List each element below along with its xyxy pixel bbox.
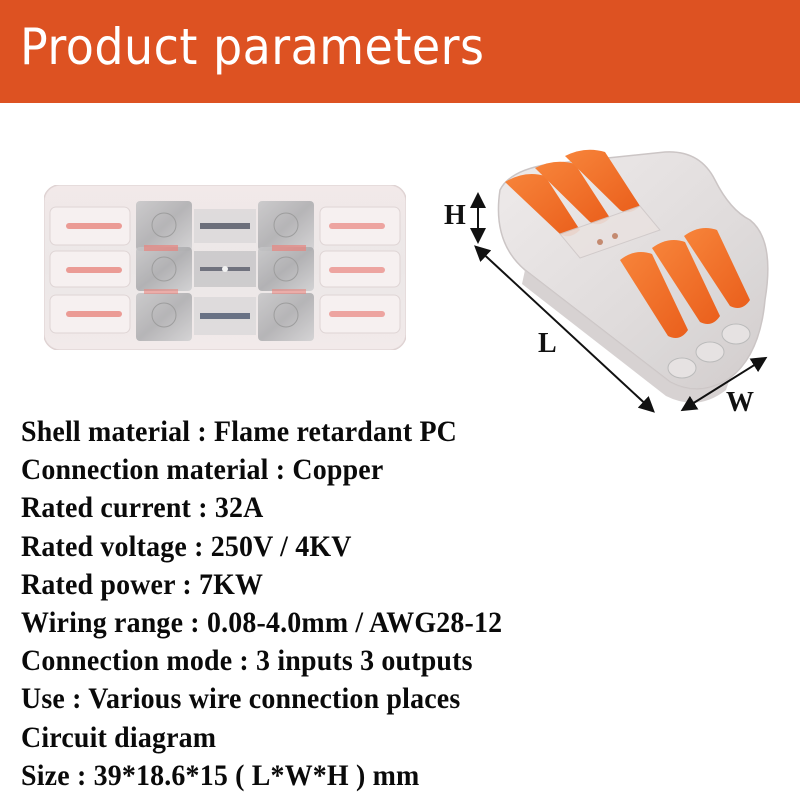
connector-top-view-image [43,184,407,351]
connector-angle-view-image: H L W [430,130,800,430]
spec-use: Use : Various wire connection places [21,682,461,716]
connector-top-view-graphic [43,184,407,351]
spec-rated-power: Rated power : 7KW [21,567,264,601]
spec-wiring-range: Wiring range : 0.08-4.0mm / AWG28-12 [21,606,503,640]
header-banner: Product parameters [0,0,800,103]
spec-rated-current: Rated current : 32A [21,491,264,525]
height-label: H [444,200,466,231]
connector-angle-view-graphic [470,149,769,413]
spec-circuit-diagram: Circuit diagram [21,720,217,754]
spec-size: Size : 39*18.6*15 ( L*W*H ) mm [21,758,420,792]
length-label: L [538,328,557,359]
spec-connection-material: Connection material : Copper [21,453,384,487]
spec-shell-material: Shell material : Flame retardant PC [21,415,458,448]
spec-list: Shell material : Flame retardant PC Conn… [21,413,781,795]
spec-rated-voltage: Rated voltage : 250V / 4KV [21,529,352,563]
spec-connection-mode: Connection mode : 3 inputs 3 outputs [21,644,473,678]
width-label: W [726,387,754,418]
page-title: Product parameters [20,18,485,76]
